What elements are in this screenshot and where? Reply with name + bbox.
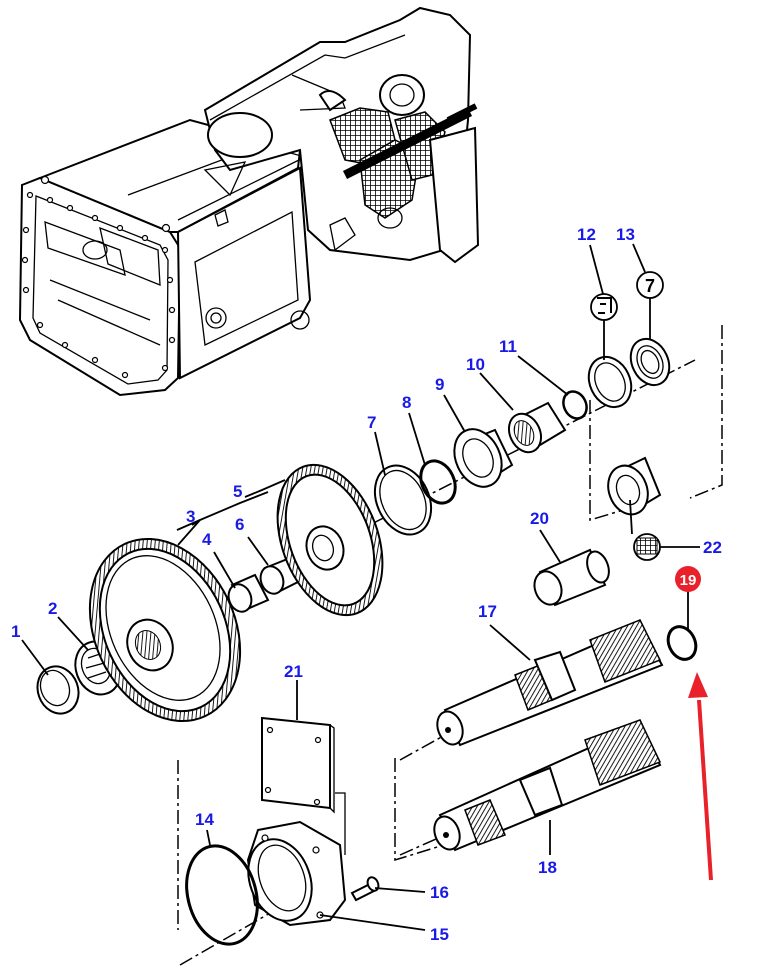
shaft-18-axis — [399, 834, 446, 856]
callout-9[interactable]: 9 — [435, 375, 444, 394]
callout-13[interactable]: 13 — [616, 225, 635, 244]
part-17-shaft[interactable] — [433, 619, 664, 748]
callout-7[interactable]: 7 — [367, 413, 376, 432]
bracket-group-right — [689, 325, 723, 499]
transmission-housing — [18, 6, 480, 397]
callout-6[interactable]: 6 — [235, 515, 244, 534]
callout-21[interactable]: 21 — [284, 662, 303, 681]
part-22-bearing[interactable] — [602, 456, 662, 520]
callout-17[interactable]: 17 — [478, 602, 497, 621]
part-9-bearing[interactable] — [445, 422, 514, 495]
part-5-gear[interactable] — [258, 450, 402, 629]
svg-text:7: 7 — [645, 276, 655, 296]
part-4-bushing[interactable] — [225, 573, 270, 615]
part-13-seal[interactable] — [624, 333, 677, 392]
shaft-17-axis — [399, 734, 446, 761]
callout-20[interactable]: 20 — [530, 509, 549, 528]
bracket-group-shafts — [394, 758, 461, 862]
callout-8[interactable]: 8 — [402, 393, 411, 412]
highlight-badge — [675, 566, 701, 592]
leader-lines — [21, 243, 700, 931]
part-3-large-gear[interactable] — [61, 514, 268, 745]
callout-labels: 1 2 3 4 5 6 7 8 9 10 11 12 13 14 15 16 1… — [11, 225, 722, 944]
callout-2[interactable]: 2 — [48, 599, 57, 618]
part-15-cover[interactable] — [237, 820, 347, 930]
part-10-sleeve[interactable] — [503, 401, 567, 457]
callout-16[interactable]: 16 — [430, 883, 449, 902]
callout-3[interactable]: 3 — [186, 507, 195, 526]
part-8-snap-ring[interactable] — [414, 455, 462, 508]
part-19-o-ring[interactable] — [663, 622, 701, 664]
part-11-o-ring[interactable] — [559, 388, 591, 423]
callout-4[interactable]: 4 — [202, 530, 212, 549]
callout-18[interactable]: 18 — [538, 858, 557, 877]
part-18-shaft[interactable] — [430, 719, 662, 853]
part-20-sleeve[interactable] — [530, 548, 613, 609]
part-7-ring[interactable] — [364, 456, 442, 543]
number-7-symbol: 7 — [636, 271, 664, 299]
callout-10[interactable]: 10 — [466, 355, 485, 374]
hatched-kit-symbol-icon — [633, 533, 661, 561]
part-1-cap[interactable] — [31, 661, 85, 720]
callout-5[interactable]: 5 — [233, 482, 242, 501]
callout-11[interactable]: 11 — [499, 337, 517, 356]
highlighted-callout-19[interactable]: 19 — [675, 566, 701, 592]
part-12-ring[interactable] — [581, 350, 639, 414]
callout-15[interactable]: 15 — [430, 925, 449, 944]
part-16-bolt[interactable] — [350, 876, 380, 902]
part-21-plate[interactable] — [261, 716, 346, 855]
callout-19: 19 — [680, 572, 697, 589]
red-pointer-arrow-icon — [688, 672, 713, 881]
callout-1[interactable]: 1 — [11, 622, 20, 641]
part-14-o-ring[interactable] — [176, 838, 268, 952]
callout-12[interactable]: 12 — [577, 225, 596, 244]
callout-14[interactable]: 14 — [195, 810, 214, 829]
kit-symbol-icon — [590, 293, 618, 321]
callout-22[interactable]: 22 — [703, 538, 722, 557]
